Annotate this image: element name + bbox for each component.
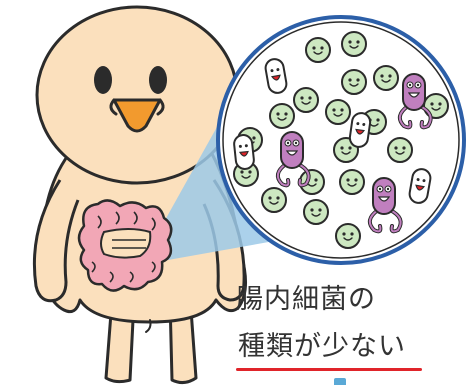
purple-tentacle-bacterium-icon [397,73,433,130]
green-bacterium-icon [341,69,367,95]
capsule-bacterium-icon [348,112,372,148]
caption-line-2: 種類が少ない [238,331,406,362]
green-bacterium-icon [303,199,329,225]
purple-tentacle-bacterium-icon [367,177,403,234]
green-bacterium-icon [325,99,351,125]
green-bacterium-icon [293,87,319,113]
capsule-bacterium-icon [264,58,288,94]
green-bacterium-icon [335,223,361,249]
partial-icon-bottom [334,378,346,385]
bacteria-group [233,31,449,249]
purple-tentacle-bacterium-icon [275,131,311,188]
left-eye-icon [94,66,112,94]
right-eye-icon [149,66,167,94]
green-bacterium-icon [387,137,413,163]
caption-underline [236,368,422,371]
capsule-bacterium-icon [408,168,432,204]
capsule-bacterium-icon [233,134,255,170]
beak-icon [109,98,165,133]
green-bacterium-icon [261,187,287,213]
green-bacterium-icon [341,31,367,57]
green-bacterium-icon [299,169,325,195]
green-bacterium-icon [373,65,399,91]
caption-line-1: 腸内細菌の [236,284,376,315]
intestine-icon [77,199,173,292]
green-bacterium-icon [339,169,365,195]
green-bacterium-icon [269,103,295,129]
green-bacterium-icon [305,37,331,63]
